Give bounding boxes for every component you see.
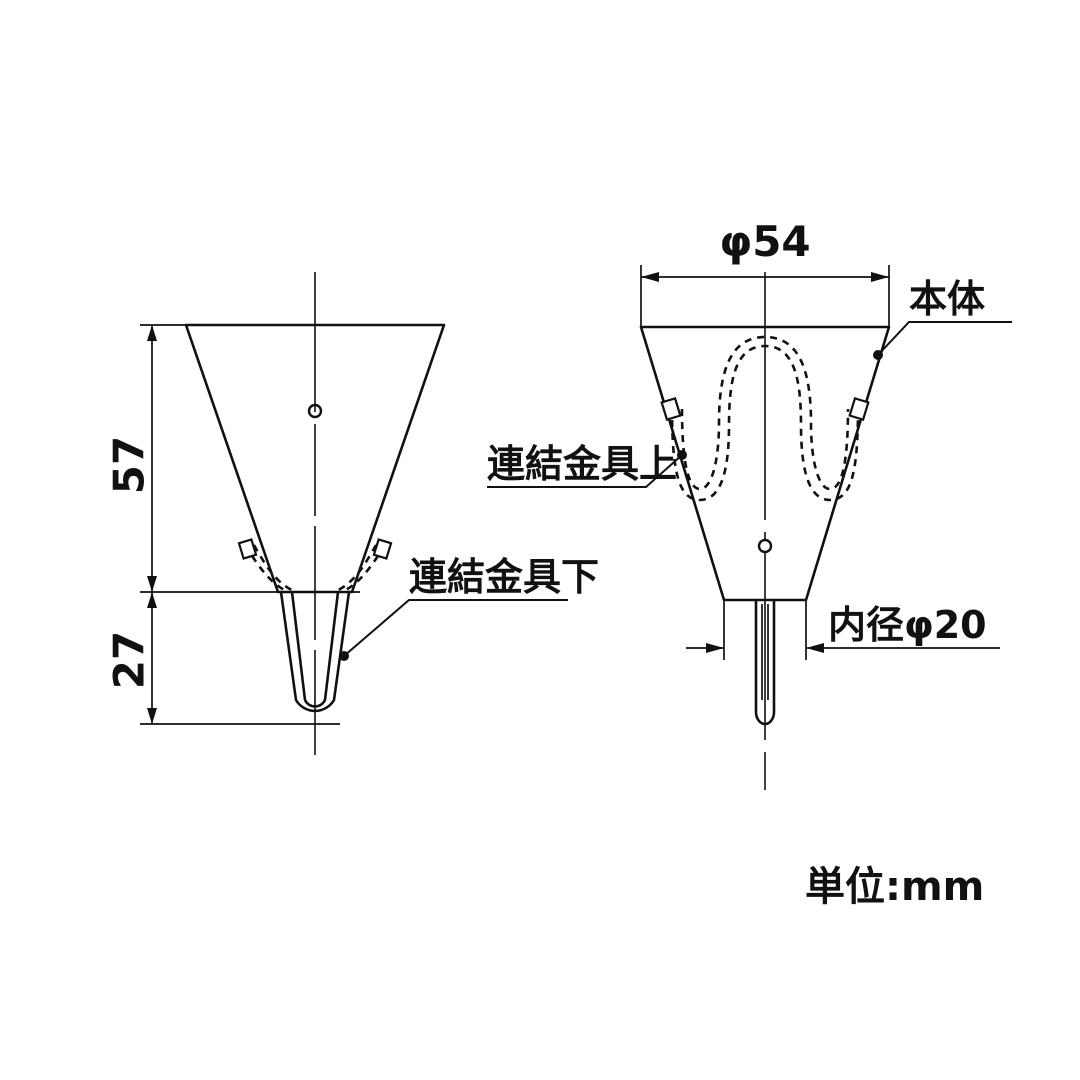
left-clip-right [372,538,393,560]
left-extension-lines [140,324,360,725]
left-hook-lower [279,590,351,713]
right-clip-right [848,396,870,422]
callout-body: 本体 [873,277,1012,360]
callout-body-label: 本体 [909,277,985,321]
dimension-phi54: φ54 [640,217,890,327]
right-mount-hole [757,538,773,554]
dimension-57: 57 [105,325,157,592]
right-view-group: φ54 内径φ20 本体 連結金具上 [487,217,1012,790]
dimension-27-label: 27 [105,631,154,689]
left-mount-hole [307,403,323,419]
dimension-phi20: 内径φ20 [686,600,1000,660]
callout-upper-bracket-label: 連結金具上 [487,442,677,486]
right-hidden-wire [670,335,860,502]
left-view-group: 57 27 連結金具下 [105,272,599,755]
dimension-27: 27 [105,592,157,724]
callout-upper-bracket: 連結金具上 [487,442,687,488]
left-clip-left [237,538,258,560]
right-stem [754,598,776,726]
right-clip-left [660,396,682,422]
dimension-phi20-label: 内径φ20 [828,603,987,647]
dimension-phi54-label: φ54 [719,217,810,266]
units-note: 単位:mm [805,864,984,910]
dimension-57-label: 57 [105,436,154,494]
callout-lower-bracket-label: 連結金具下 [409,555,599,599]
callout-lower-bracket: 連結金具下 [339,555,599,661]
